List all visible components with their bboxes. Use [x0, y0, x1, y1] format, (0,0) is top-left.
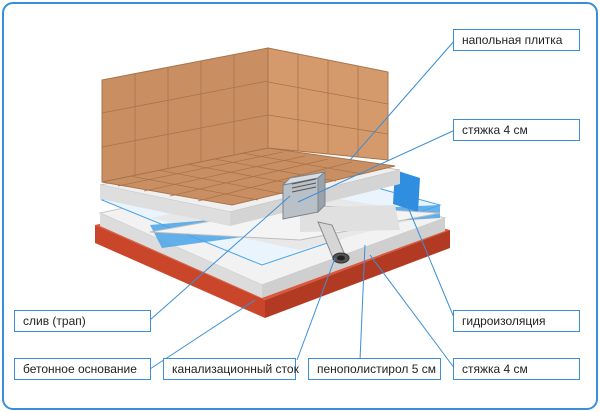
label-screed-top: стяжка 4 см	[453, 119, 580, 141]
leader-lines	[149, 39, 456, 370]
label-screed-bottom: стяжка 4 см	[453, 358, 580, 380]
label-concrete-base: бетонное основание	[14, 358, 151, 380]
label-polystyrene: пенополистирол 5 см	[308, 358, 441, 380]
label-waterproofing: гидроизоляция	[453, 310, 580, 332]
label-floor-tile: напольная плитка	[453, 29, 580, 51]
label-drain: слив (трап)	[14, 310, 151, 332]
tiled-wall	[101, 47, 389, 183]
drain-trap	[281, 170, 327, 220]
label-sewer-drain: канализационный сток	[163, 358, 299, 380]
sewer-pipe	[317, 221, 350, 264]
